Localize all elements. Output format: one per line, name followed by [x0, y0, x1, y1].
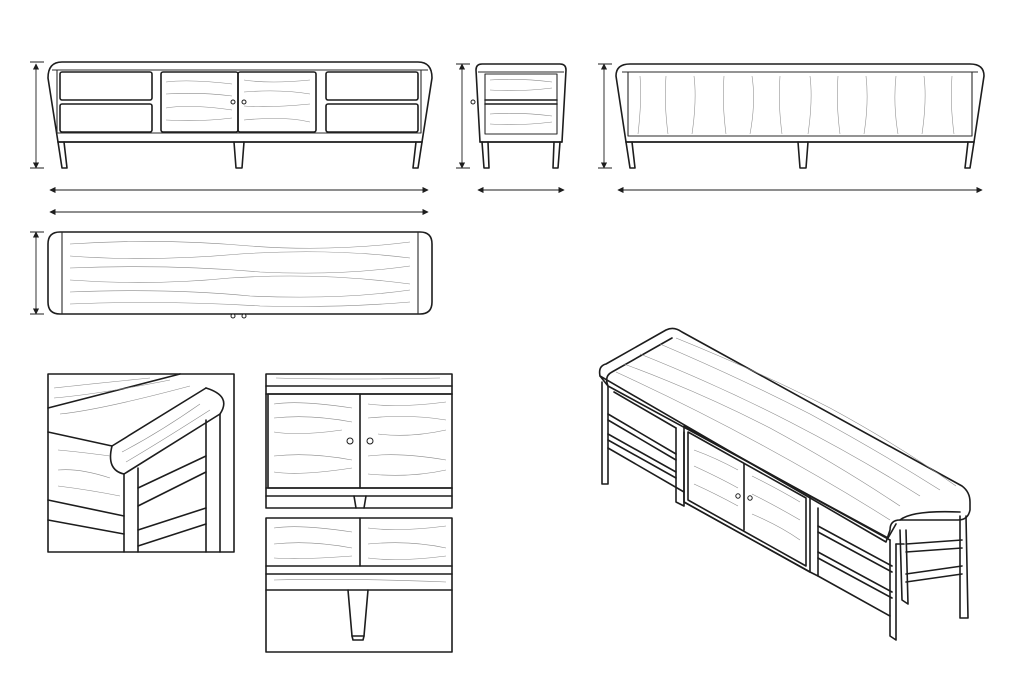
- rear-elevation: [598, 63, 985, 194]
- isometric-view: [598, 327, 971, 641]
- corner-detail: [47, 373, 235, 553]
- knob-icon: [735, 493, 741, 499]
- rear-grain: [637, 75, 955, 135]
- knob-icon: [470, 99, 476, 105]
- iso-top-grain: [615, 337, 957, 521]
- knob-icon: [241, 313, 247, 319]
- door-detail: [265, 373, 453, 509]
- knob-icon: [747, 495, 753, 501]
- door-grain-front: [165, 79, 311, 123]
- knob-icon: [230, 313, 236, 319]
- knob-icon: [241, 99, 247, 105]
- top-grain: [69, 241, 411, 307]
- knob-icon: [230, 99, 236, 105]
- top-plan: [30, 231, 433, 319]
- knob-icon: [366, 437, 374, 445]
- side-elevation: [456, 63, 567, 194]
- front-elevation: [30, 61, 433, 216]
- leg-detail: [265, 517, 453, 653]
- knob-icon: [346, 437, 354, 445]
